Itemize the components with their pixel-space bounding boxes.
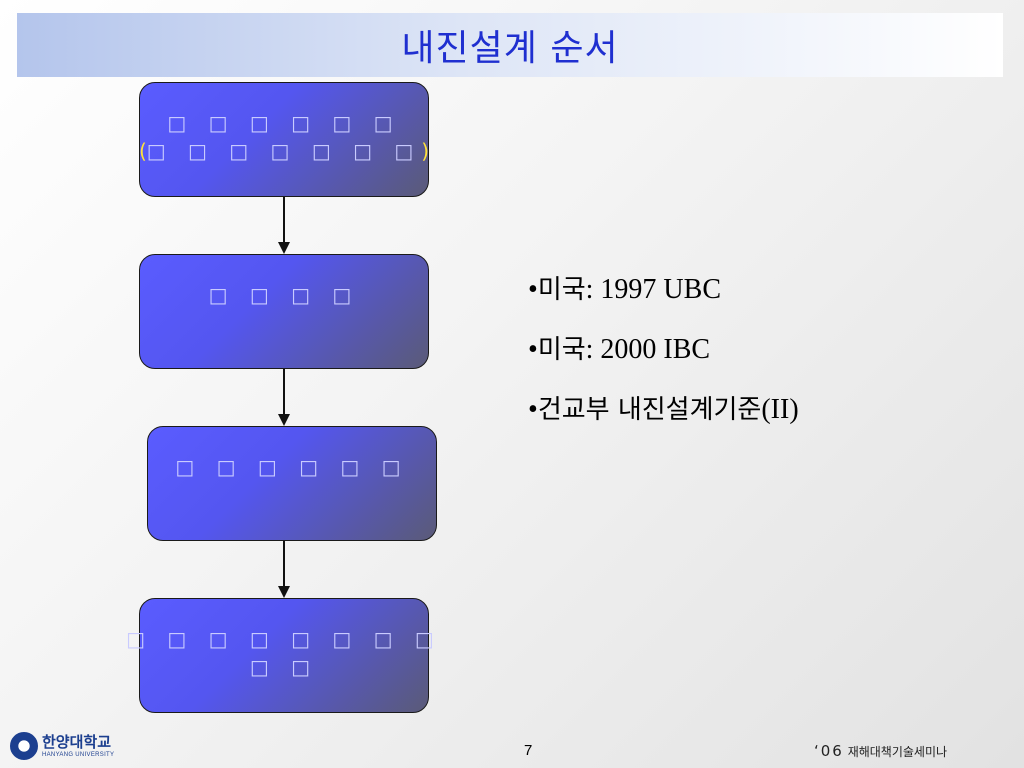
slide-title: 내진설계 순서 xyxy=(401,28,619,69)
page-number: 7 xyxy=(524,742,533,759)
flow-box-3-line-1: □ □ □ □ □ □ xyxy=(175,455,409,479)
footer-seminar: ‘06 재해대책기술세미나 xyxy=(814,742,947,760)
bullet-item-moct: •건교부 내진설계기준(II) xyxy=(528,388,799,448)
flow-box-1-line-2: (□ □ □ □ □ □ □) xyxy=(139,137,429,165)
flow-box-1-line-1: □ □ □ □ □ □ xyxy=(167,111,401,135)
logo-english-name: HANYANG UNIVERSITY xyxy=(42,752,115,758)
flow-arrow-1 xyxy=(278,197,290,254)
bullet-edition: (II) xyxy=(761,394,799,425)
flow-box-1-paren-close: ) xyxy=(421,139,430,163)
arrow-head-icon xyxy=(278,586,290,598)
bullet-code: : 2000 IBC xyxy=(585,334,711,365)
bullet-dot: • xyxy=(528,394,538,425)
title-bar: 내진설계 순서 xyxy=(17,13,1003,77)
flow-box-1: □ □ □ □ □ □ (□ □ □ □ □ □ □) xyxy=(139,82,429,197)
arrow-head-icon xyxy=(278,414,290,426)
bullet-country: 미국 xyxy=(537,335,586,365)
footer-year: ‘06 xyxy=(814,742,844,760)
flow-box-4-line-1: □ □ □ □ □ □ □ □ xyxy=(126,627,442,651)
arrow-head-icon xyxy=(278,242,290,254)
university-emblem-icon xyxy=(10,732,38,760)
flow-box-3: □ □ □ □ □ □ xyxy=(147,426,437,541)
bullet-dot: • xyxy=(528,274,538,305)
flow-box-4: □ □ □ □ □ □ □ □ □ □ xyxy=(126,598,434,713)
bullet-dot: • xyxy=(528,334,538,365)
flow-box-4-line-2: □ □ xyxy=(249,655,319,679)
flow-box-2: □ □ □ □ xyxy=(139,254,429,369)
flow-arrow-3 xyxy=(278,541,290,598)
bullet-list: •미국: 1997 UBC •미국: 2000 IBC •건교부 내진설계기준(… xyxy=(528,268,799,448)
logo-korean-name: 한양대학교 xyxy=(42,733,112,751)
bullet-item-ibc: •미국: 2000 IBC xyxy=(528,328,799,388)
bullet-country: 미국 xyxy=(537,275,586,305)
bullet-code: : 1997 UBC xyxy=(585,274,722,305)
bullet-item-ubc: •미국: 1997 UBC xyxy=(528,268,799,328)
flow-box-1-paren-open: ( xyxy=(138,139,147,163)
footer-seminar-name: 재해대책기술세미나 xyxy=(847,745,948,759)
flow-box-2-line-1: □ □ □ □ xyxy=(208,283,360,307)
flow-arrow-2 xyxy=(278,369,290,426)
university-logo: 한양대학교 HANYANG UNIVERSITY xyxy=(10,732,114,760)
bullet-standard: 건교부 내진설계기준 xyxy=(537,395,762,425)
flow-box-1-paren-text: □ □ □ □ □ □ □ xyxy=(146,139,422,163)
